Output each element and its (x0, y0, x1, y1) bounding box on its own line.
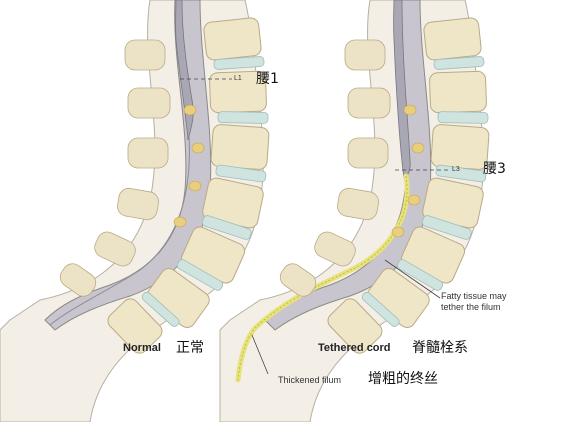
tethered-level-label: 腰3 (483, 161, 506, 177)
tethered-caption-zh: 脊髓栓系 (412, 340, 468, 356)
thickened-filum-annotation-zh: 增粗的终丝 (368, 371, 438, 387)
normal-level-label: 腰1 (256, 71, 279, 87)
normal-caption-en: Normal (123, 342, 161, 354)
spine-tethered-illustration (219, 0, 490, 423)
thickened-filum-annotation-en: Thickened filum (278, 375, 342, 385)
fatty-tissue-annotation-line1: Fatty tissue may (441, 291, 507, 301)
fatty-tissue-annotation-line2: tether the filum (441, 302, 501, 312)
tethered-level-tick: L3 (452, 166, 460, 173)
spine-normal-illustration (0, 0, 270, 423)
normal-level-tick: L1 (234, 75, 242, 82)
tethered-caption-en: Tethered cord (318, 342, 391, 354)
normal-caption-zh: 正常 (176, 340, 204, 356)
